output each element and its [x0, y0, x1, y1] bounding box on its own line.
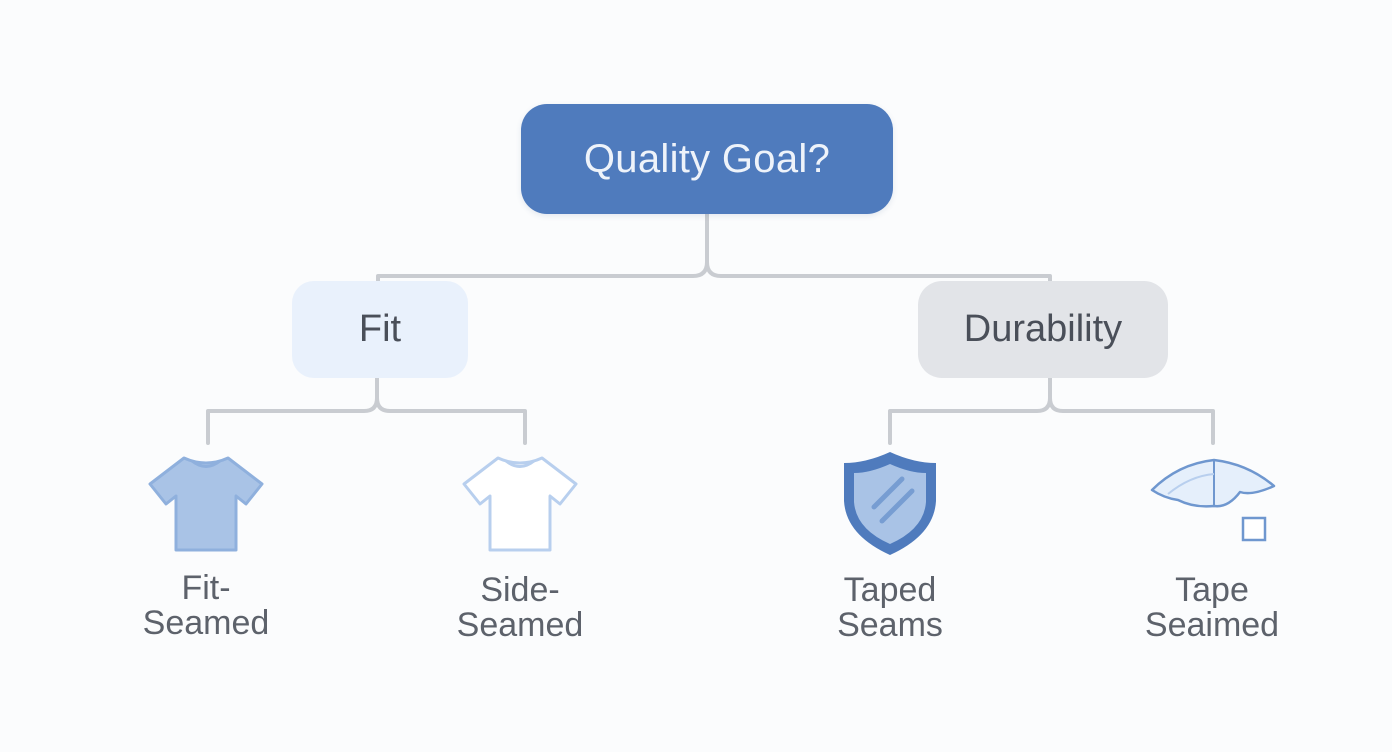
- leaf-label-line1: Tape: [1175, 571, 1249, 609]
- branch-label-durability: Durability: [963, 308, 1123, 350]
- leaf-label-line1: Taped: [843, 571, 937, 609]
- tshirt-filled-icon: [148, 456, 264, 552]
- connector-durability-trunk: [888, 376, 1052, 445]
- root-label: Quality Goal?: [583, 136, 831, 181]
- leaf-label-line2: Seams: [837, 606, 943, 644]
- tape-icon: [1150, 458, 1276, 542]
- tshirt-outline-icon: [462, 456, 578, 552]
- connector-root-trunk: [376, 212, 709, 283]
- branch-node-durability: Durability: [918, 281, 1168, 378]
- connector-durability-right: [1048, 396, 1215, 445]
- leaf-label-taped-seams: Taped Seams: [790, 573, 990, 643]
- leaf-label-line2: Seamed: [456, 606, 584, 644]
- leaf-label-line1: Fit-: [181, 569, 231, 607]
- connector-fit-right: [375, 396, 527, 445]
- leaf-label-line1: Side-: [480, 571, 560, 609]
- leaf-label-line2: Seaimed: [1144, 606, 1280, 644]
- connector-fit-trunk: [206, 376, 379, 445]
- branch-node-fit: Fit: [292, 281, 468, 378]
- shield-icon: [844, 452, 936, 555]
- connector-root-right: [705, 260, 1052, 283]
- branch-label-fit: Fit: [358, 308, 402, 350]
- leaf-label-fit-seamed: Fit- Seamed: [106, 571, 306, 641]
- leaf-label-line2: Seamed: [142, 604, 270, 642]
- leaf-label-tape-seaimed: Tape Seaimed: [1112, 573, 1312, 643]
- leaf-label-side-seamed: Side- Seamed: [420, 573, 620, 643]
- root-node: Quality Goal?: [521, 104, 893, 214]
